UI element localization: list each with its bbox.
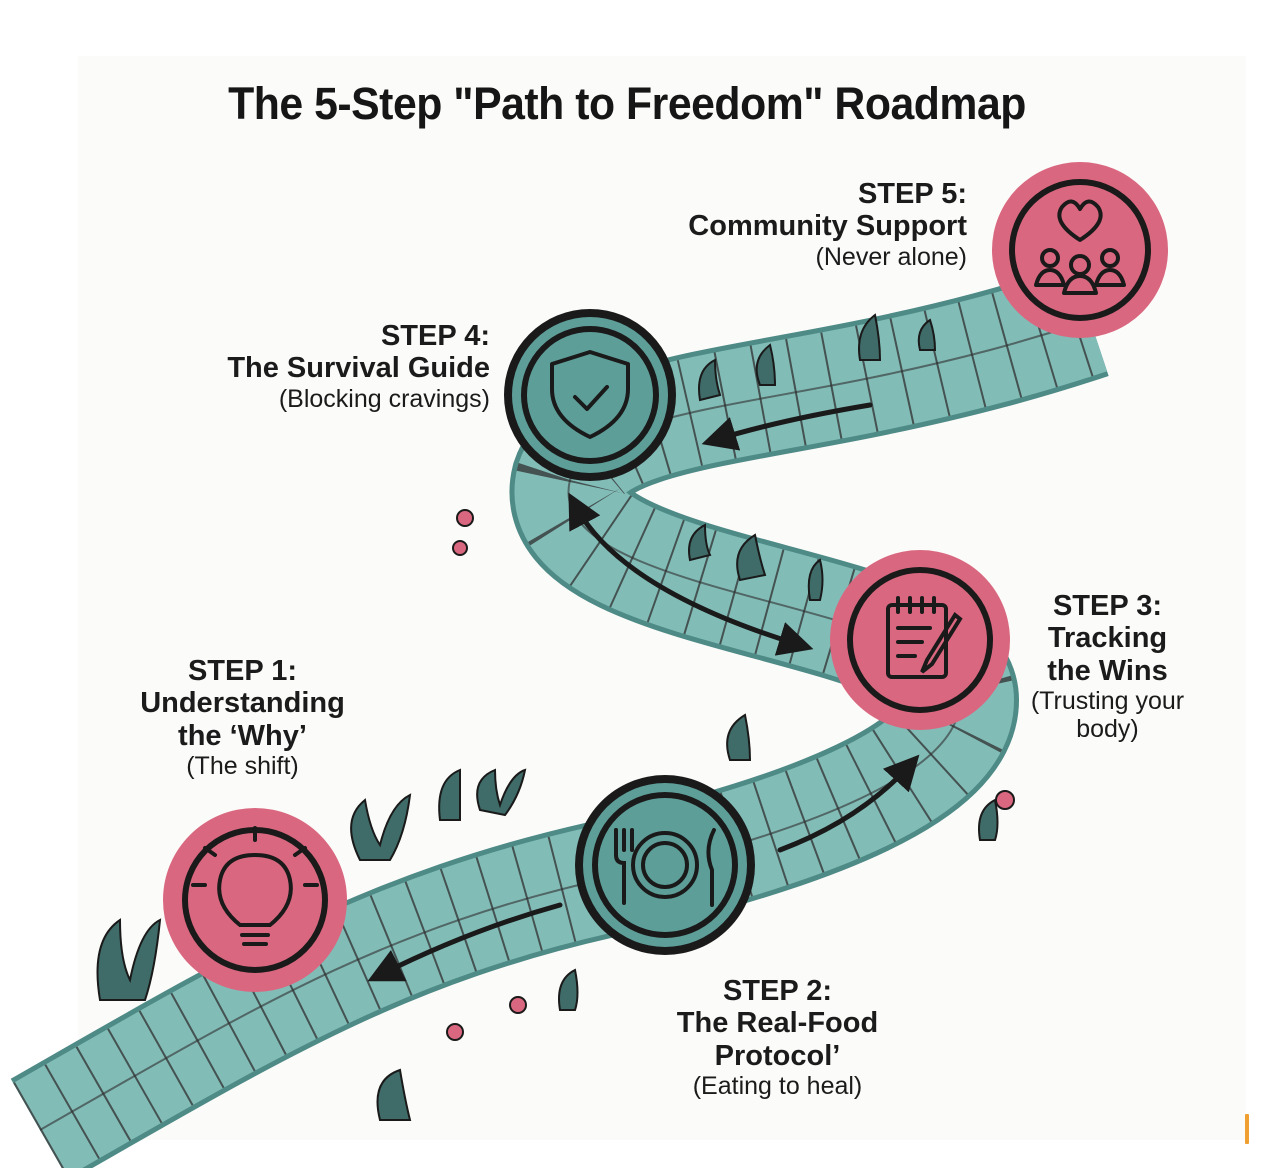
step-node-1 — [163, 808, 347, 992]
plant-lower-left — [350, 768, 462, 861]
decorative-plants — [96, 313, 999, 1121]
step-node-2 — [575, 775, 755, 955]
step-4-title-line-1: The Survival Guide — [227, 352, 490, 385]
arrow-step3-to-step4 — [568, 492, 814, 656]
decorative-flowers — [446, 509, 1015, 1041]
plant-bottom — [376, 968, 579, 1121]
step-2-subtitle: (Eating to heal) — [692, 1072, 863, 1101]
plant-top — [698, 313, 937, 402]
step-3-title-line-2: the Wins — [1047, 654, 1168, 687]
shield-check-icon — [550, 350, 630, 439]
step-2-heading: STEP 2: — [722, 975, 833, 1007]
step-5-title-line-1: Community Support — [688, 210, 967, 243]
step-1-heading: STEP 1: — [187, 655, 298, 687]
step-3-title-line-1: Tracking — [1047, 622, 1168, 655]
step-node-4 — [504, 309, 676, 481]
notepad-pencil-icon — [886, 596, 963, 679]
step-5-heading: STEP 5: — [857, 178, 967, 210]
step-4-subtitle: (Blocking cravings) — [278, 384, 490, 413]
step-5-label: STEP 5: Community Support (Never alone) — [665, 178, 967, 271]
step-4-heading: STEP 4: — [380, 320, 490, 352]
page-title: The 5-Step "Path to Freedom" Roadmap — [228, 78, 1026, 129]
step-node-3 — [830, 550, 1010, 730]
step-1-label: STEP 1: Understanding the ‘Why’ (The shi… — [120, 655, 365, 780]
step-2-label: STEP 2: The Real-Food Protocol’ (Eating … — [640, 975, 915, 1100]
step-5-subtitle: (Never alone) — [815, 242, 967, 271]
arrow-step2-to-step1 — [367, 902, 563, 982]
plant-mid-left — [476, 768, 527, 817]
direction-arrows — [367, 402, 920, 982]
step-2-title-line-1: The Real-Food — [676, 1007, 879, 1040]
step-2-title-line-2: Protocol’ — [714, 1039, 841, 1072]
plant-right-step3 — [726, 713, 999, 841]
step-3-label: STEP 3: Tracking the Wins (Trusting your… — [1015, 590, 1200, 743]
heart-people-icon — [1034, 199, 1126, 295]
plant-left-bush — [96, 918, 162, 1001]
plate-fork-knife-icon — [614, 828, 716, 907]
step-1-title-line-2: the ‘Why’ — [178, 719, 307, 752]
step-3-heading: STEP 3: — [1052, 590, 1163, 622]
step-1-subtitle: (The shift) — [186, 752, 299, 781]
accent-marker — [1245, 1114, 1249, 1144]
arrow-step4-to-step5 — [701, 402, 873, 451]
step-1-title-line-1: Understanding — [140, 687, 345, 720]
step-node-5 — [992, 162, 1168, 338]
arrow-step2-to-step3 — [777, 754, 920, 853]
step-4-label: STEP 4: The Survival Guide (Blocking cra… — [200, 320, 490, 413]
plant-center — [688, 523, 824, 601]
lightbulb-icon — [191, 826, 319, 946]
step-3-subtitle: (Trusting your body) — [1030, 687, 1185, 744]
